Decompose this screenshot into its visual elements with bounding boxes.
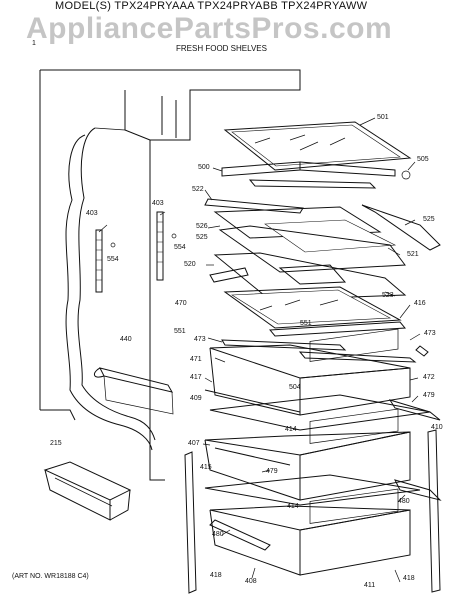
cabinet-outline (39, 69, 301, 481)
callout-440: 440 (120, 336, 132, 343)
callout-409: 409 (190, 395, 202, 402)
callout-416: 416 (414, 300, 426, 307)
callout-526: 526 (196, 223, 208, 230)
callout-525: 525 (423, 216, 435, 223)
art-number: (ART NO. WR18188 C4) (12, 573, 89, 580)
callout-470: 470 (175, 300, 187, 307)
shelf-520 (209, 252, 407, 301)
drawer-rails (221, 339, 429, 363)
shelf-416 (223, 286, 407, 337)
callout-403-left: 403 (86, 210, 98, 217)
callout-418-right: 418 (403, 575, 415, 582)
callout-414-lower: 414 (287, 503, 299, 510)
shelf-rails (95, 211, 177, 293)
callout-471: 471 (190, 356, 202, 363)
corner-mark: 1 (32, 40, 36, 47)
callout-554-right: 554 (174, 244, 186, 251)
callout-418-left: 418 (210, 572, 222, 579)
callout-523: 523 (382, 292, 394, 299)
diagram-title: FRESH FOOD SHELVES (176, 44, 267, 53)
leader-lines (202, 117, 421, 583)
callout-525-lower: 525 (196, 234, 208, 241)
callout-480-left: 480 (212, 531, 224, 538)
callout-505: 505 (417, 156, 429, 163)
callout-403-right: 403 (152, 200, 164, 207)
callout-551-right: 551 (300, 320, 312, 327)
callout-414: 414 (285, 426, 297, 433)
callout-521: 521 (407, 251, 419, 258)
dairy-bin (43, 461, 132, 521)
callout-480: 480 (398, 498, 410, 505)
callout-410: 410 (431, 424, 443, 431)
callout-473: 473 (194, 336, 206, 343)
callout-415: 415 (200, 464, 212, 471)
watermark-logo: AppliancePartsPros.com (26, 12, 393, 45)
callout-417: 417 (190, 374, 202, 381)
shelf-501 (223, 121, 412, 171)
callout-407: 407 (188, 440, 200, 447)
callout-500: 500 (198, 164, 210, 171)
callout-501: 501 (377, 114, 389, 121)
bottom-cover (94, 367, 174, 415)
callout-551: 551 (174, 328, 186, 335)
callout-215: 215 (50, 440, 62, 447)
shelf-525 (213, 204, 441, 273)
callout-472: 472 (423, 374, 435, 381)
side-trims (184, 429, 441, 594)
callout-520: 520 (184, 261, 196, 268)
drawer-bottom (209, 488, 411, 576)
callout-408: 408 (245, 578, 257, 585)
callout-411: 411 (364, 582, 376, 589)
drawer-cover (209, 394, 441, 431)
callout-504: 504 (289, 384, 301, 391)
callout-473-right: 473 (424, 330, 436, 337)
callout-554-left: 554 (107, 256, 119, 263)
callout-479-lower: 479 (266, 468, 278, 475)
drawer-lower (204, 408, 411, 501)
model-numbers: MODEL(S) TPX24PRYAAA TPX24PRYABB TPX24PR… (55, 0, 368, 12)
lower-shelf (204, 474, 442, 506)
shelf-frame-500 (204, 161, 411, 214)
callout-522: 522 (192, 186, 204, 193)
callout-479: 479 (423, 392, 435, 399)
